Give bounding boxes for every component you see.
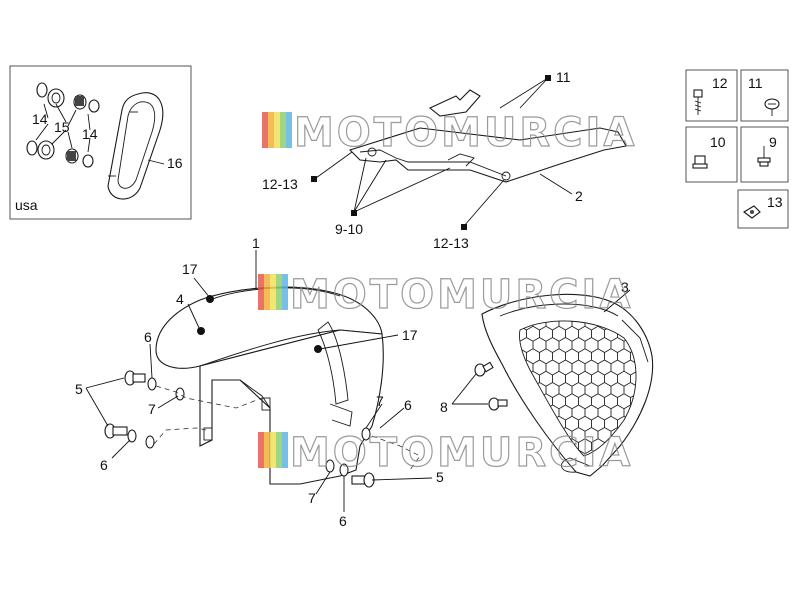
watermark-text-middle: MOTOMURCIA [290, 272, 633, 318]
legend-box-9: 9 [740, 126, 789, 183]
callout-9-10: 9-10 [335, 221, 363, 237]
callout-1: 1 [252, 235, 260, 251]
watermark-text-top: MOTOMURCIA [294, 110, 637, 156]
callout-17-top: 17 [182, 261, 198, 277]
watermark-middle: MOTOMURCIA [258, 271, 633, 319]
usa-inset: 14 15 14 16 usa [9, 65, 192, 220]
front-fender-part [155, 286, 384, 485]
hardware-legend: 12 11 10 [685, 69, 789, 229]
washer-7-lower [145, 435, 155, 449]
legend-box-10: 10 [685, 126, 738, 183]
washer-nut-set [26, 82, 100, 168]
legend-box-13: 13 [737, 189, 789, 229]
svg-text:10: 10 [710, 134, 726, 150]
inset-label-15: 15 [54, 119, 70, 135]
washer-6-upper [147, 377, 157, 391]
inset-region-label: usa [15, 197, 38, 213]
washer-6-lower [127, 429, 137, 443]
legend-box-11: 11 [740, 69, 789, 122]
watermark-top: MOTOMURCIA [262, 109, 637, 157]
callout-6-bottom: 6 [339, 513, 347, 529]
callout-6-upper: 6 [144, 329, 152, 345]
callout-3: 3 [621, 279, 629, 295]
watermark-bottom: MOTOMURCIA [258, 429, 633, 477]
reflector-part [107, 92, 164, 200]
callout-5-right: 5 [436, 469, 444, 485]
inset-label-14a: 14 [32, 111, 48, 127]
svg-text:13: 13 [767, 194, 783, 210]
screw-8-upper [474, 361, 494, 377]
clip-icon [743, 205, 761, 219]
bolt-icon [693, 89, 703, 115]
callout-7-bottom: 7 [308, 490, 316, 506]
inset-label-14b: 14 [82, 126, 98, 142]
nut-icon [692, 155, 708, 169]
screw-8-lower [488, 397, 508, 411]
callout-7-left: 7 [148, 401, 156, 417]
pin-icon [757, 146, 771, 167]
callout-8: 8 [440, 399, 448, 415]
callout-6-right: 6 [404, 397, 412, 413]
svg-text:11: 11 [748, 75, 763, 91]
washer-7-upper [175, 387, 185, 401]
screw-icon [764, 98, 780, 116]
svg-text:12: 12 [712, 75, 728, 91]
legend-box-12: 12 [685, 69, 738, 122]
callout-2: 2 [575, 188, 583, 204]
callout-5-left: 5 [75, 381, 83, 397]
rear-bracket-part [348, 89, 627, 183]
callout-7-right: 7 [376, 393, 384, 409]
screw-5-lower [104, 423, 128, 439]
svg-text:9: 9 [769, 134, 777, 150]
callout-4: 4 [176, 291, 184, 307]
screw-5-right [351, 472, 375, 488]
callout-12-13-right: 12-13 [433, 235, 469, 251]
screw-5-upper [124, 370, 146, 386]
callout-11: 11 [556, 69, 571, 85]
inset-label-16: 16 [167, 155, 183, 171]
grille-screws [474, 361, 508, 411]
watermark-text-bottom: MOTOMURCIA [290, 430, 633, 476]
callout-17-right: 17 [402, 327, 418, 343]
callout-6-lower-left: 6 [100, 457, 108, 473]
fender-hardware [104, 370, 421, 488]
callout-12-13-left: 12-13 [262, 176, 298, 192]
front-grille-panel-part [481, 293, 654, 477]
